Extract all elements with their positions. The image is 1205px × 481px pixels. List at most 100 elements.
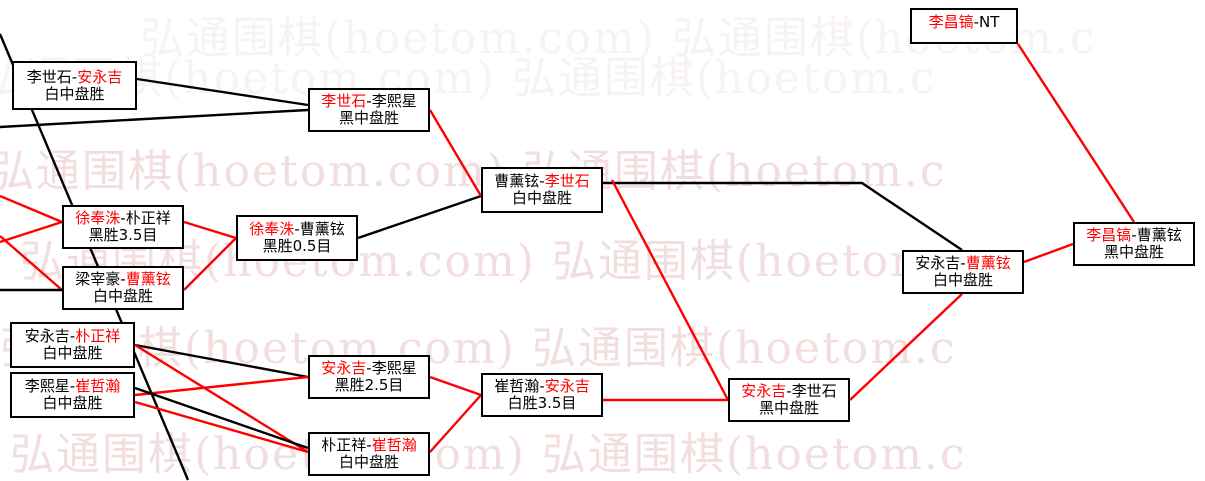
player-right: 曹薰铉 — [1136, 226, 1182, 245]
match-an-younggil-vs-park-jungsang[interactable]: 安永吉-朴正祥白中盘胜 — [10, 322, 135, 368]
link-offleft-b-to-n3 — [0, 220, 63, 244]
player-left: 朴正祥 — [321, 436, 367, 455]
player-left: 李昌镐 — [1086, 226, 1132, 245]
match-lee-changho-vs-cho-hunhyun[interactable]: 李昌镐-曹薰铉黑中盘胜 — [1073, 222, 1195, 266]
match-lee-changho-seed[interactable]: 李昌镐-NT — [910, 8, 1018, 44]
player-left: 徐奉洙 — [249, 220, 295, 239]
player-left: 李世石 — [321, 92, 367, 111]
link-offleft-a-to-n3 — [0, 194, 63, 224]
match-players: 安永吉-李世石 — [741, 383, 836, 400]
player-left: 安永吉 — [915, 254, 961, 273]
player-left: 梁宰豪 — [75, 270, 121, 289]
match-choi-cheolhan-vs-an-younggil[interactable]: 崔哲瀚-安永吉白胜3.5目 — [481, 373, 603, 417]
player-left: 曹薰铉 — [494, 172, 540, 191]
link-n8-to-n9 — [134, 375, 309, 397]
vs-separator: - — [960, 254, 966, 273]
player-right: 李世石 — [791, 382, 837, 401]
match-lee-sedol-vs-lee-huisung[interactable]: 李世石-李熙星黑中盘胜 — [308, 88, 430, 132]
match-park-jungsang-vs-choi-cheolhan[interactable]: 朴正祥-崔哲瀚白中盘胜 — [308, 432, 430, 476]
match-cho-hunhyun-vs-lee-sedol[interactable]: 曹薰铉-李世石白中盘胜 — [481, 167, 603, 213]
vs-separator: - — [120, 270, 126, 289]
player-right: 崔哲瀚 — [75, 377, 121, 396]
link-n8b-to-n10 — [134, 400, 309, 454]
match-seo-bongsu-vs-cho-hunhyun[interactable]: 徐奉洙-曹薰铉黑胜0.5目 — [236, 215, 358, 261]
match-result: 白中盘胜 — [338, 453, 399, 471]
match-players: 徐奉洙-朴正祥 — [75, 210, 170, 227]
match-players: 安永吉-曹薰铉 — [915, 255, 1010, 272]
link-n3-to-n5 — [183, 220, 237, 240]
match-players: 曹薰铉-李世石 — [494, 173, 589, 190]
vs-separator: - — [366, 359, 372, 378]
match-result: 白中盘胜 — [44, 84, 105, 103]
player-left: 李熙星 — [24, 377, 70, 396]
vs-separator: - — [973, 13, 980, 31]
match-an-younggil-vs-lee-sedol[interactable]: 安永吉-李世石黑中盘胜 — [728, 378, 850, 422]
player-left: 崔哲瀚 — [494, 377, 540, 396]
match-an-younggil-vs-cho-hunhyun[interactable]: 安永吉-曹薰铉白中盘胜 — [902, 250, 1024, 294]
link-n2-to-n6 — [428, 109, 483, 197]
link-n10-to-n11 — [429, 394, 482, 453]
link-n5-to-n6 — [357, 194, 482, 240]
match-players: 李昌镐-NT — [929, 14, 1000, 31]
link-n1-to-n2 — [136, 77, 309, 107]
player-right: 朴正祥 — [75, 327, 121, 346]
match-seo-bongsu-vs-park-jungsang[interactable]: 徐奉洙-朴正祥黑胜3.5目 — [62, 205, 184, 249]
match-result: 黑中盘胜 — [338, 109, 399, 127]
player-right: 安永吉 — [77, 67, 123, 86]
match-result: 黑中盘胜 — [1103, 243, 1164, 261]
link-offleft-c-to-n4 — [0, 235, 63, 291]
link-n15-to-n14 — [1016, 43, 1136, 223]
match-result: 黑中盘胜 — [758, 399, 819, 417]
link-offleft-to-n2 — [0, 108, 309, 129]
vs-separator: - — [69, 377, 76, 396]
player-left: 安永吉 — [321, 359, 367, 378]
vs-separator: - — [1131, 226, 1137, 245]
link-n8-to-n10 — [134, 386, 309, 450]
vs-separator: - — [786, 382, 792, 401]
match-result: 白中盘胜 — [92, 287, 153, 305]
match-players: 安永吉-朴正祥 — [25, 328, 120, 345]
link-n13-to-n14 — [1023, 242, 1074, 264]
link-n7-to-n9 — [134, 343, 309, 379]
player-right: 曹薰铉 — [299, 220, 345, 239]
match-result: 黑胜0.5目 — [262, 237, 332, 255]
vs-separator: - — [294, 220, 300, 239]
player-right: 曹薰铉 — [125, 270, 171, 289]
player-right: 曹薰铉 — [965, 254, 1011, 273]
player-right: 李熙星 — [371, 359, 417, 378]
match-result: 黑胜2.5目 — [334, 376, 404, 394]
match-result: 白中盘胜 — [42, 344, 103, 362]
match-lee-huisung-vs-choi-cheolhan[interactable]: 李熙星-崔哲瀚白中盘胜 — [10, 372, 135, 418]
match-lee-sedol-vs-an-younggil[interactable]: 李世石-安永吉白中盘胜 — [12, 61, 137, 110]
match-result: 白中盘胜 — [42, 394, 103, 412]
match-players: 朴正祥-崔哲瀚 — [321, 437, 416, 454]
link-n6-to-n13-black — [603, 181, 963, 251]
player-right: NT — [979, 13, 1000, 31]
link-n4-to-n5 — [183, 237, 237, 291]
match-players: 徐奉洙-曹薰铉 — [249, 221, 344, 238]
player-left: 安永吉 — [24, 327, 70, 346]
match-players: 李昌镐-曹薰铉 — [1086, 227, 1181, 244]
vs-separator: - — [366, 92, 372, 111]
match-players: 崔哲瀚-安永吉 — [494, 378, 589, 395]
match-yang-jaeho-vs-cho-hunhyun[interactable]: 梁宰豪-曹薰铉白中盘胜 — [62, 266, 184, 310]
player-right: 崔哲瀚 — [371, 436, 417, 455]
match-players: 李世石-安永吉 — [26, 67, 123, 86]
vs-separator: - — [539, 172, 545, 191]
link-n7-to-n10 — [134, 343, 309, 454]
vs-separator: - — [366, 436, 372, 455]
player-right: 李熙星 — [371, 92, 417, 111]
player-right: 朴正祥 — [125, 209, 171, 228]
match-an-younggil-vs-lee-huisung[interactable]: 安永吉-李熙星黑胜2.5目 — [308, 355, 430, 399]
link-n6-to-n12-red — [610, 179, 730, 401]
link-n9-to-n11 — [429, 375, 482, 397]
player-left: 李昌镐 — [928, 13, 974, 31]
match-result: 黑胜3.5目 — [88, 226, 158, 244]
match-result: 白胜3.5目 — [507, 394, 577, 412]
match-result: 白中盘胜 — [511, 189, 572, 207]
match-players: 李熙星-崔哲瀚 — [25, 378, 120, 395]
match-result: 白中盘胜 — [932, 271, 993, 289]
link-n12-to-n13 — [849, 293, 963, 401]
player-left: 李世石 — [26, 67, 72, 86]
